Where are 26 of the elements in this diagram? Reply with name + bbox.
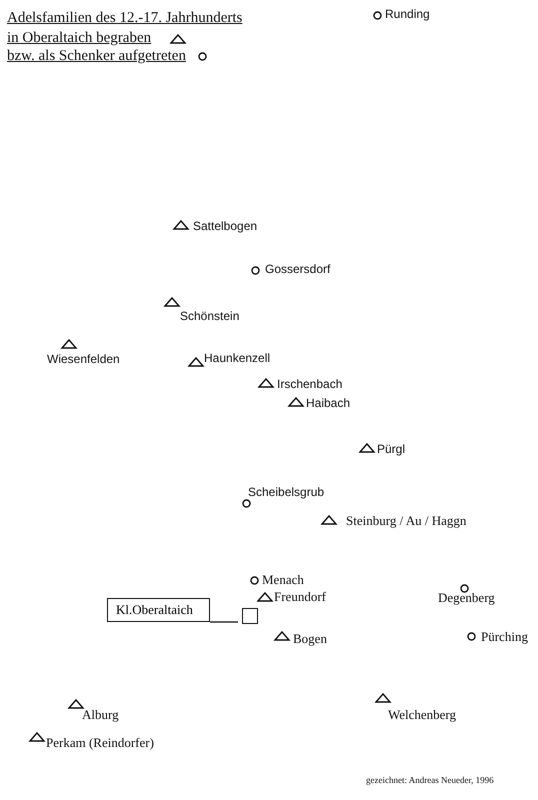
legend-title: Adelsfamilien des 12.-17. Jahrhunderts bbox=[7, 10, 242, 26]
place-name: Pürching bbox=[481, 630, 528, 644]
place-name: Freundorf bbox=[274, 590, 326, 604]
place-name: Wiesenfelden bbox=[47, 353, 120, 366]
place-name: Menach bbox=[262, 573, 304, 588]
place-name: Haunkenzell bbox=[204, 352, 270, 366]
place-name: Alburg bbox=[82, 708, 119, 722]
place-name: Welchenberg bbox=[388, 708, 456, 722]
author-credit: gezeichnet: Andreas Neueder, 1996 bbox=[366, 776, 494, 786]
legend-text: in Oberaltaich begraben bbox=[7, 30, 152, 46]
leader-line bbox=[210, 621, 238, 623]
place-name: Irschenbach bbox=[277, 378, 342, 392]
place-name: Scheibelsgrub bbox=[248, 486, 324, 500]
place-name: Schönstein bbox=[180, 310, 240, 324]
place-name: Sattelbogen bbox=[193, 220, 258, 234]
place-name: Gossersdorf bbox=[265, 263, 330, 276]
place-name: Pürgl bbox=[377, 443, 406, 456]
monastery-square bbox=[242, 608, 258, 624]
place-name: Runding bbox=[385, 8, 430, 22]
place-name: Bogen bbox=[293, 632, 327, 646]
legend-text: bzw. als Schenker aufgetreten bbox=[7, 48, 186, 64]
place-name: Degenberg bbox=[438, 591, 495, 606]
place-name: Perkam (Reindorfer) bbox=[46, 736, 154, 750]
place-name: Haibach bbox=[306, 397, 350, 410]
place-label-box: Kl.Oberaltaich bbox=[107, 598, 210, 622]
place-name: Steinburg / Au / Haggn bbox=[346, 514, 466, 528]
